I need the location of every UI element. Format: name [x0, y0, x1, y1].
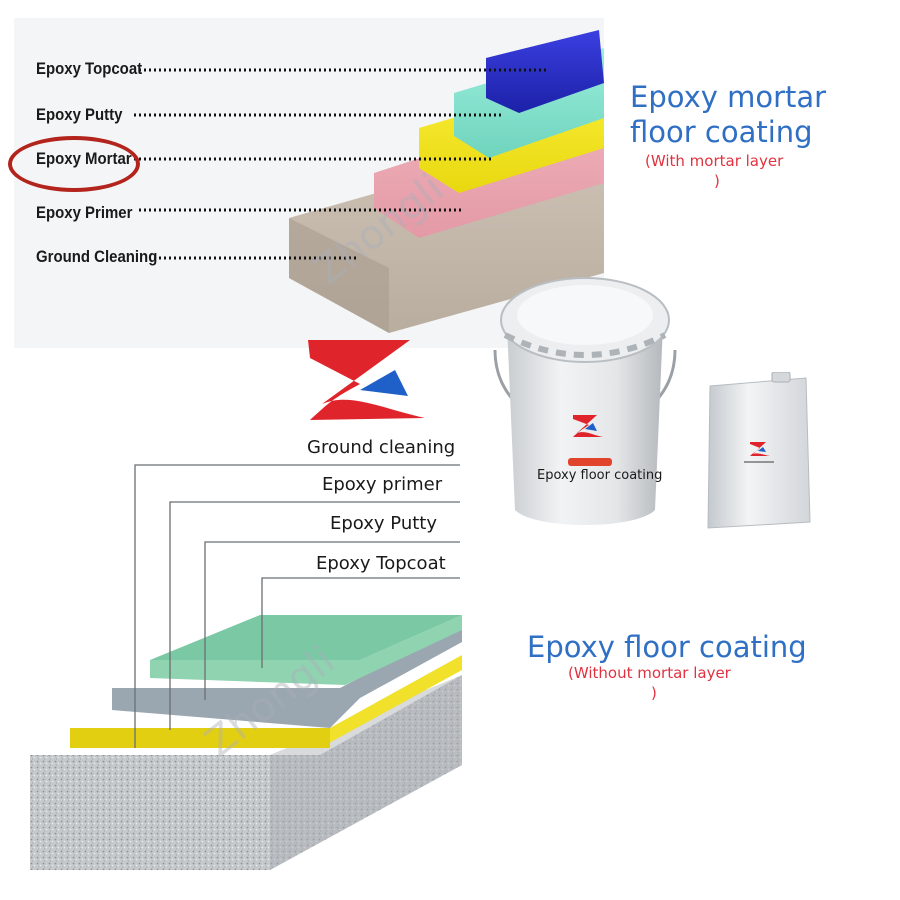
mortar-note-line2: ) [714, 172, 720, 190]
mortar-heading: Epoxy mortar floor coating [630, 80, 826, 150]
label-epoxy-topcoat: Epoxy Topcoat [36, 59, 143, 78]
mortar-note-line1: (With mortar layer [645, 152, 784, 170]
top-layer-steps-graphic [134, 30, 604, 333]
label-epoxy-topcoat-bottom: Epoxy Topcoat [316, 553, 446, 574]
mortar-heading-line1: Epoxy mortar [630, 80, 827, 114]
label-epoxy-putty: Epoxy Putty [36, 105, 123, 124]
plain-heading: Epoxy floor coating [527, 630, 807, 664]
zhongli-logo [308, 340, 425, 420]
top-layer-diagram: Epoxy Topcoat Epoxy Putty Epoxy Mortar E… [8, 18, 604, 348]
bottom-layer-diagram [30, 464, 462, 870]
bottom-leader-lines [134, 464, 460, 748]
label-ground-cleaning-bottom: Ground cleaning [307, 437, 456, 458]
label-epoxy-primer: Epoxy Primer [36, 203, 133, 222]
layer-epoxy-topcoat-bottom [150, 615, 462, 685]
mortar-heading-line2: floor coating [630, 115, 813, 149]
solvent-can [707, 372, 811, 529]
label-epoxy-putty-bottom: Epoxy Putty [330, 513, 437, 534]
label-ground-cleaning: Ground Cleaning [36, 247, 158, 266]
paint-bucket [493, 277, 677, 525]
layer-concrete-base [30, 675, 462, 870]
label-epoxy-primer-bottom: Epoxy primer [322, 474, 443, 495]
bucket-label: Epoxy floor coating [537, 468, 663, 483]
highlight-circle [8, 136, 140, 192]
plain-note-line1: (Without mortar layer [568, 664, 731, 682]
plain-note-line2: ) [651, 684, 657, 702]
layer-epoxy-putty-bottom [112, 625, 462, 728]
leader-lines [134, 68, 549, 260]
